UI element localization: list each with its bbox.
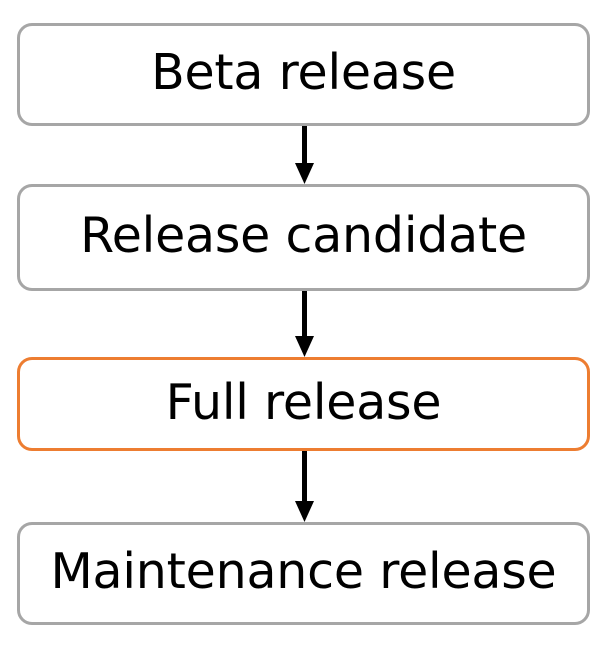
flow-node-full-release[interactable]: Full release: [17, 357, 590, 451]
flow-node-release-candidate[interactable]: Release candidate: [17, 184, 590, 291]
flow-node-label: Maintenance release: [50, 543, 557, 600]
arrow-down-icon-2: [295, 291, 314, 357]
flow-node-label: Full release: [165, 373, 442, 431]
flow-node-label: Release candidate: [80, 207, 527, 264]
arrow-down-icon-1: [295, 126, 314, 184]
flow-node-label: Beta release: [151, 44, 456, 101]
flow-node-maintenance-release[interactable]: Maintenance release: [17, 522, 590, 625]
arrow-down-icon-3: [295, 451, 314, 522]
flow-node-beta-release[interactable]: Beta release: [17, 23, 590, 126]
